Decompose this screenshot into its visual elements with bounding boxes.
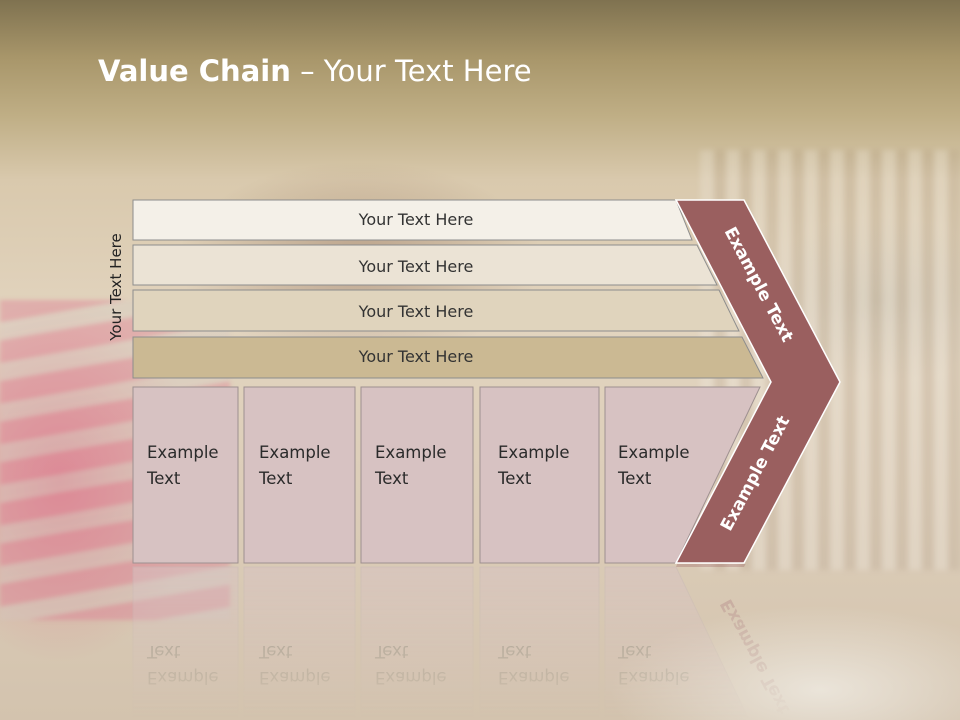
reflection-box <box>479 566 600 720</box>
primary-box-shape <box>360 386 474 564</box>
reflection-box-line2: Text <box>617 642 652 661</box>
primary-boxes: Example Text Example Text Example Text E… <box>132 386 761 564</box>
slide-title-rest: – Your Text Here <box>290 54 532 88</box>
primary-box: Example Text <box>360 386 474 564</box>
support-bar-label: Your Text Here <box>358 347 474 366</box>
reflection-box-line2: Text <box>497 642 532 661</box>
support-bar-label: Your Text Here <box>358 302 474 321</box>
reflection-box-line1: Example <box>147 668 219 687</box>
reflection-box-line1: Example <box>618 668 690 687</box>
support-bar: Your Text Here <box>132 289 740 332</box>
support-bar: Your Text Here <box>132 244 718 286</box>
support-bar-label: Your Text Here <box>358 210 474 229</box>
reflection-box <box>243 566 356 720</box>
primary-box-shape <box>243 386 356 564</box>
primary-box-line2: Text <box>374 469 409 488</box>
support-bar: Your Text Here <box>132 336 764 379</box>
support-bar-shape <box>132 336 764 379</box>
reflection-box-line1: Example <box>375 668 447 687</box>
reflection-box-line2: Text <box>258 642 293 661</box>
reflection-box-line1: Example <box>259 668 331 687</box>
reflection-box-line1: Example <box>498 668 570 687</box>
primary-box-line2: Text <box>617 469 652 488</box>
primary-box-shape <box>479 386 600 564</box>
primary-box-line1: Example <box>618 443 690 462</box>
support-bars: Your Text Here Your Text Here Your Text … <box>132 199 764 379</box>
support-bar-label: Your Text Here <box>358 257 474 276</box>
primary-box: Example Text <box>479 386 600 564</box>
slide-title: Value Chain – Your Text Here <box>98 54 532 88</box>
reflection-box-line2: Text <box>146 642 181 661</box>
support-bar-shape <box>132 199 693 241</box>
reflection-box <box>360 566 474 720</box>
reflection-box-line2: Text <box>374 642 409 661</box>
primary-box-line2: Text <box>146 469 181 488</box>
primary-box-line1: Example <box>498 443 570 462</box>
support-bar: Your Text Here <box>132 199 693 241</box>
primary-box-line1: Example <box>147 443 219 462</box>
reflection-chevron <box>676 385 840 567</box>
primary-box-line2: Text <box>258 469 293 488</box>
support-bar-shape <box>132 289 740 332</box>
primary-box-line2: Text <box>497 469 532 488</box>
reflection-box <box>132 566 239 720</box>
primary-box: Example Text <box>132 386 239 564</box>
primary-box: Example Text <box>243 386 356 564</box>
primary-box-line1: Example <box>259 443 331 462</box>
primary-box-line1: Example <box>375 443 447 462</box>
primary-box-shape <box>132 386 239 564</box>
slide-title-bold: Value Chain <box>98 54 291 88</box>
support-bar-shape <box>132 244 718 286</box>
